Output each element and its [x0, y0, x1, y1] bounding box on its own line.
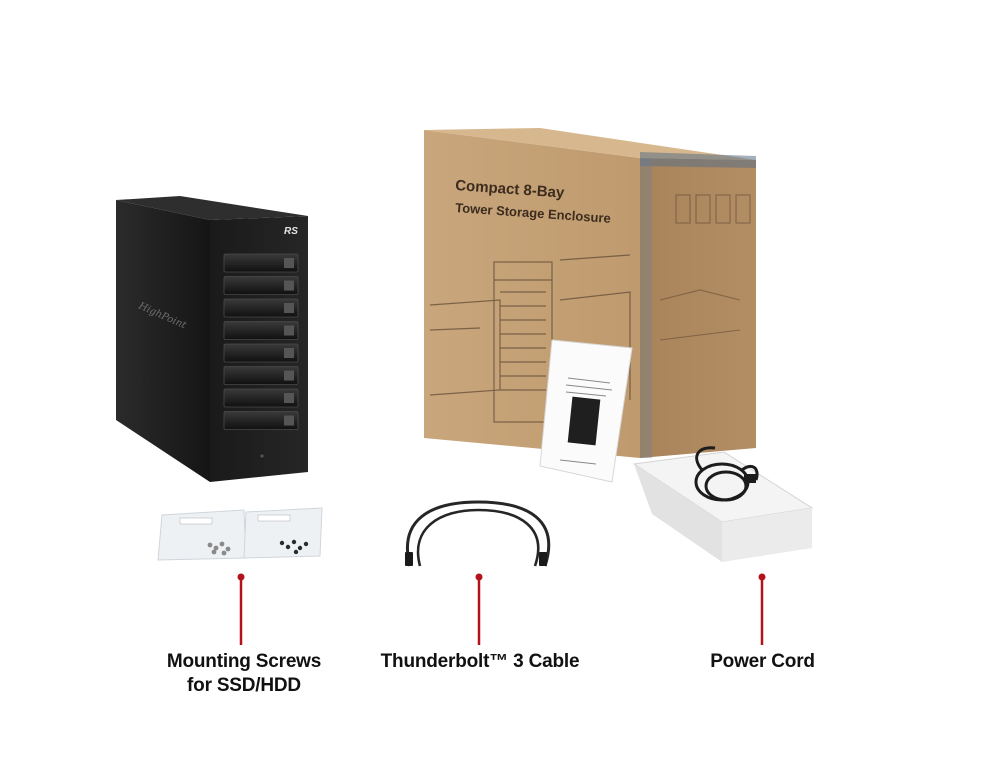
drive-tray[interactable]	[223, 321, 299, 340]
shipping-box: Compact 8-Bay Tower Storage Enclosure	[424, 128, 756, 458]
drive-tray-latch[interactable]	[284, 303, 294, 313]
drive-trays	[223, 253, 299, 430]
power-cord-box	[632, 446, 814, 562]
caption-screws-line2: for SSD/HDD	[187, 675, 301, 696]
pointer-power-cord	[758, 573, 766, 645]
power-led	[260, 454, 264, 458]
quick-installation-guide	[539, 339, 633, 483]
drive-tray-latch[interactable]	[284, 393, 294, 403]
drive-tray-latch[interactable]	[284, 325, 294, 336]
drive-tray[interactable]	[223, 253, 299, 273]
caption-mounting-screws: Mounting Screws for SSD/HDD	[144, 650, 344, 698]
screw-bags	[157, 507, 323, 561]
pointer-screws	[237, 573, 245, 645]
storage-enclosure: RS HighPoint	[116, 196, 308, 482]
drive-tray[interactable]	[223, 298, 299, 318]
drive-tray-latch[interactable]	[284, 415, 294, 426]
drive-tray[interactable]	[223, 411, 299, 430]
drive-tray[interactable]	[223, 276, 299, 295]
drive-tray[interactable]	[223, 366, 299, 385]
drive-tray-latch[interactable]	[284, 258, 294, 268]
drive-tray-latch[interactable]	[284, 348, 294, 358]
pointer-cable	[475, 573, 483, 645]
drive-tray[interactable]	[223, 343, 299, 363]
drive-tray[interactable]	[223, 388, 299, 408]
caption-power-cord: Power Cord	[710, 651, 815, 672]
enclosure-logo: RS	[284, 226, 298, 237]
drive-tray-latch[interactable]	[284, 370, 294, 381]
drive-tray-latch[interactable]	[284, 280, 294, 291]
caption-thunderbolt-cable: Thunderbolt™ 3 Cable	[380, 651, 580, 672]
thunderbolt-cable	[405, 500, 551, 567]
caption-screws-line1: Mounting Screws	[166, 651, 322, 672]
